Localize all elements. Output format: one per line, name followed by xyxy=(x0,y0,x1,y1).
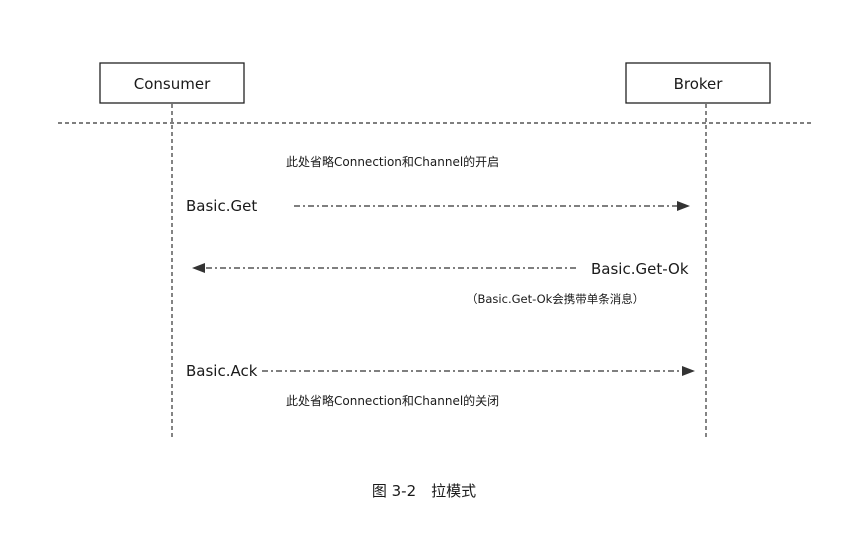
get-ok-detail-note: （Basic.Get-Ok会携带单条消息） xyxy=(466,292,644,306)
basic-ack-arrowhead xyxy=(682,366,695,376)
close-note: 此处省略Connection和Channel的关闭 xyxy=(286,393,499,408)
broker-box xyxy=(625,62,771,104)
figure-caption: 图 3-2 拉模式 xyxy=(372,482,476,500)
consumer-box xyxy=(99,62,245,104)
consumer-participant: Consumer xyxy=(99,62,245,104)
open-note: 此处省略Connection和Channel的开启 xyxy=(286,154,499,169)
basic-get-ok-arrowhead xyxy=(192,263,205,273)
basic-get-arrowhead xyxy=(677,201,690,211)
consumer-label: Consumer xyxy=(134,75,211,93)
basic-get-label: Basic.Get xyxy=(186,197,257,215)
basic-ack-label: Basic.Ack xyxy=(186,362,258,380)
basic-get-ok-label: Basic.Get-Ok xyxy=(591,260,689,278)
broker-label: Broker xyxy=(674,75,724,93)
broker-participant: Broker xyxy=(625,62,771,104)
